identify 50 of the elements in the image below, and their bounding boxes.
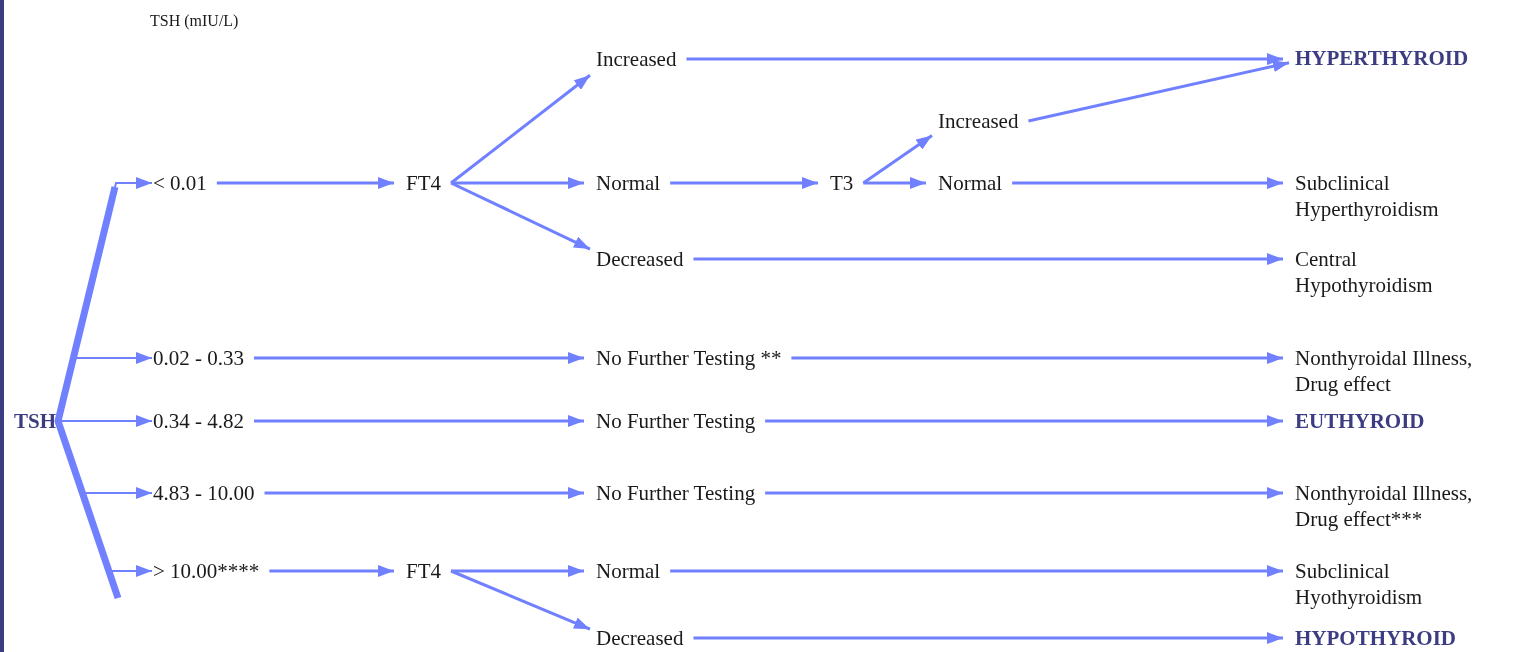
arrow — [686, 53, 1283, 65]
arrow — [862, 134, 933, 185]
arrow — [765, 487, 1283, 499]
arrow — [450, 569, 591, 631]
step-label: 4.83 - 10.00 — [153, 480, 255, 506]
step-label: Decreased — [596, 625, 684, 651]
outcome-label: HYPERTHYROID — [1295, 45, 1469, 71]
root-label: TSH — [14, 408, 57, 434]
outcome-label: Nonthyroidal Illness, Drug effect — [1295, 345, 1517, 397]
arrow — [693, 632, 1283, 644]
step-label: No Further Testing — [596, 408, 756, 434]
step-label: Decreased — [596, 246, 684, 272]
arrow — [264, 487, 584, 499]
step-label: > 10.00**** — [153, 558, 260, 584]
arrow — [670, 565, 1283, 577]
arrow — [450, 74, 591, 185]
step-label: Normal — [596, 170, 661, 196]
arrow — [693, 253, 1283, 265]
step-label: No Further Testing ** — [596, 345, 782, 371]
arrow — [1028, 60, 1290, 123]
arrow — [670, 177, 818, 189]
step-label: No Further Testing — [596, 480, 756, 506]
axis-title: TSH (mIU/L) — [150, 12, 239, 30]
arrow — [216, 177, 394, 189]
step-label: < 0.01 — [153, 170, 207, 196]
outcome-label: HYPOTHYROID — [1295, 625, 1456, 651]
arrow — [450, 181, 591, 251]
step-label: FT4 — [406, 558, 441, 584]
arrow — [791, 352, 1283, 364]
step-label: Normal — [596, 558, 661, 584]
step-label: Increased — [938, 108, 1019, 134]
outcome-label: Subclinical Hyothyroidism — [1295, 558, 1510, 610]
step-label: 0.02 - 0.33 — [153, 345, 244, 371]
outcome-label: Subclinical Hyperthyroidism — [1295, 170, 1510, 222]
step-label: 0.34 - 4.82 — [153, 408, 244, 434]
arrow — [451, 565, 584, 577]
outcome-label: Nonthyroidal Illness, Drug effect*** — [1295, 480, 1517, 532]
step-label: T3 — [830, 170, 854, 196]
outcome-label: EUTHYROID — [1295, 408, 1425, 434]
arrow — [1012, 177, 1283, 189]
outcome-label: Central Hypothyroidism — [1295, 246, 1475, 298]
arrow — [451, 177, 584, 189]
arrow — [269, 565, 394, 577]
arrow — [765, 415, 1283, 427]
arrow — [254, 415, 584, 427]
step-label: Increased — [596, 46, 677, 72]
step-label: FT4 — [406, 170, 441, 196]
step-label: Normal — [938, 170, 1003, 196]
arrow — [254, 352, 584, 364]
arrow — [863, 177, 926, 189]
